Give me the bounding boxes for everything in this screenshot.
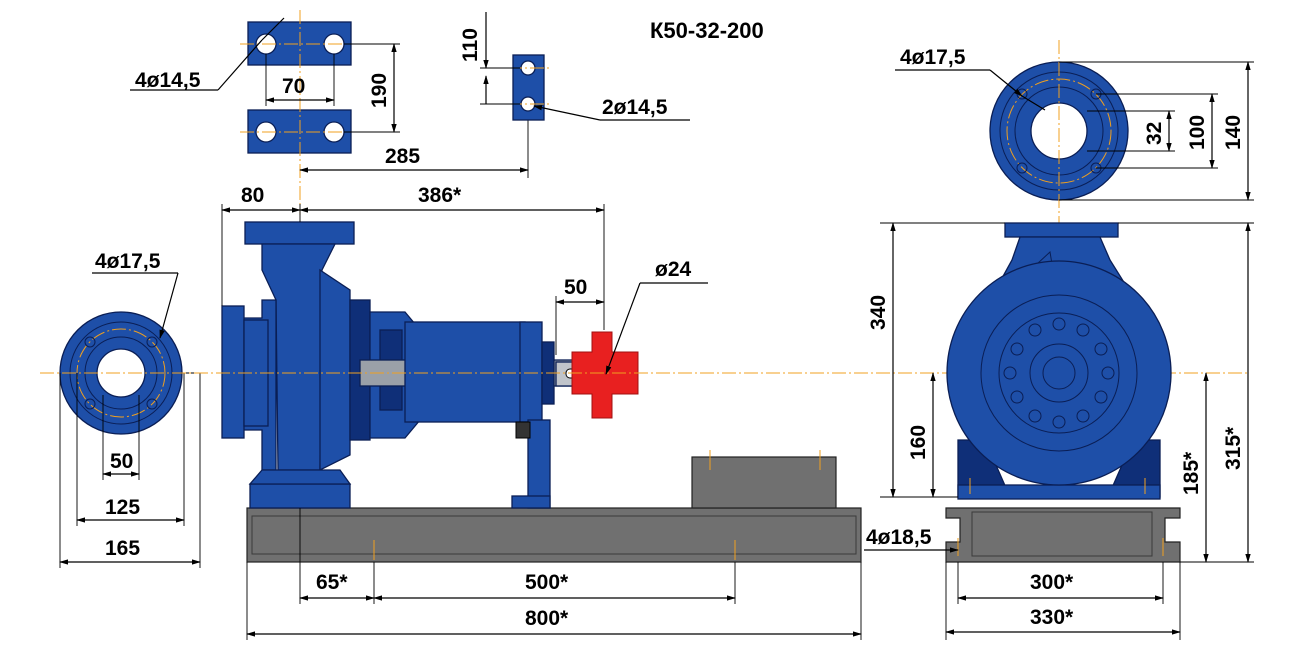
flange-hole [1016,162,1028,174]
dim-hole-offset: 65* [316,571,348,594]
label-foot-holes: 4ø14,5 [135,69,201,92]
dim-shaft-dia: ø24 [655,258,692,281]
dim-bracket-height: 110 [459,28,482,62]
front-view-dimensions: 340 160 185* 315* 4ø18,5 300* 330* [864,222,1254,640]
flange-hole [84,398,96,410]
pump-foot [249,483,351,509]
base-frame-body [246,507,862,563]
label-inlet-holes: 4ø17,5 [95,250,161,273]
foot-plates-detail: 70 190 4ø14,5 285 [130,10,529,215]
pump-front-view [945,222,1181,563]
outlet-flange-top [244,221,355,245]
bearing-housing [404,321,526,423]
dim-total-height: 315* [1222,426,1245,470]
dim-inlet-d3: 165 [105,537,140,560]
dim-foot-spacing: 70 [282,75,305,98]
dim-flange-offset: 80 [241,184,264,207]
flange-hole [84,336,96,348]
dim-foot-to-bracket: 285 [385,145,420,168]
side-view-dimensions: 80 386* 50 ø24 65* 500* 800* [221,184,862,640]
dim-shaft-length: 386* [418,184,462,207]
volute-casing [946,260,1172,486]
motor-mount-pad [691,456,837,509]
dim-inlet-d1: 50 [110,450,133,473]
dim-frame-length: 800* [525,607,569,630]
model-title: К50-32-200 [650,18,764,43]
impeller-hub [1029,343,1089,403]
label-outlet-holes: 4ø17,5 [900,46,966,69]
dim-frame-hole-spacing: 300* [1030,571,1074,594]
dim-foot-height: 190 [368,73,391,108]
dim-axis-height: 160 [907,425,930,460]
dim-inlet-d2: 125 [105,496,140,519]
inlet-flange-view: 4ø17,5 50 125 165 [40,250,201,568]
dim-pump-height: 340 [867,295,890,330]
dim-outlet-d1: 32 [1143,122,1166,145]
dim-outlet-d2: 100 [1186,115,1209,150]
pump-side-view [40,221,1250,509]
flange-hole [146,398,158,410]
bracket-detail: 110 2ø14,5 [459,12,690,121]
support-leg [527,419,551,509]
label-frame-holes: 4ø18,5 [866,526,932,549]
inlet-flange-side [221,305,245,439]
base-frame [246,450,862,563]
dim-shaft-end: 50 [564,276,587,299]
dim-hole-spacing: 500* [525,571,569,594]
outlet-flange-view: 4ø17,5 32 100 140 [895,40,1254,225]
label-bracket-holes: 2ø14,5 [602,96,668,119]
dim-frame-width: 330* [1030,606,1074,629]
flange-hole [146,336,158,348]
dim-outlet-d3: 140 [1222,115,1245,150]
outlet-flange-front [1004,222,1119,238]
dim-axis-height-total: 185* [1180,451,1203,495]
coupling [571,331,639,419]
